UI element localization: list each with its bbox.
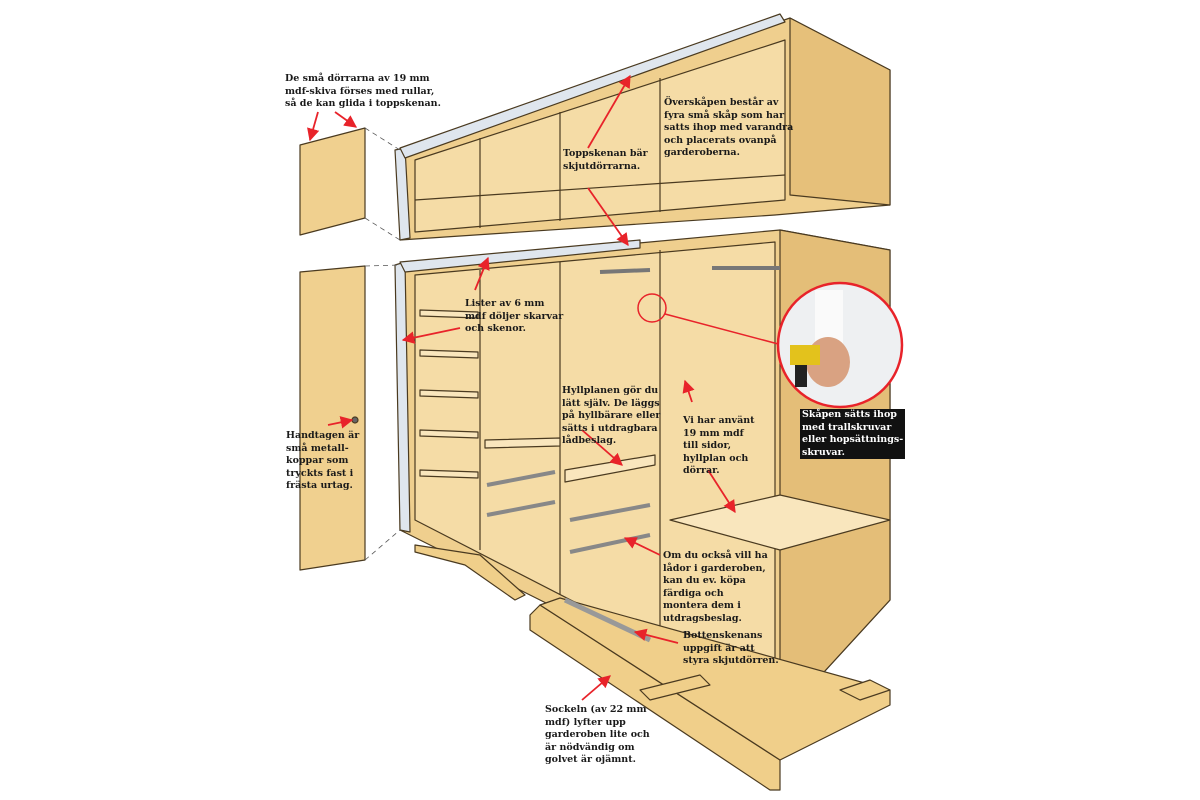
note-shelves: Hyllplanen gör du lätt själv. De läggs p… [562,385,661,446]
small-upper-door [299,127,366,236]
upper-cabinet [394,13,891,241]
note-material: Vi har använt 19 mm mdf till sidor, hyll… [683,415,755,476]
note-plinth: Sockeln (av 22 mm mdf) lyfter upp garder… [545,704,650,765]
note-handles: Handtagen är små metall- koppar som tryc… [286,430,360,491]
door-handle [351,416,359,424]
note-bottom-rail: Bottenskenans uppgift är att styra skjut… [683,630,779,666]
note-assembly-screws: Skåpen sätts ihop med trallskruvar eller… [800,409,906,459]
note-upper-cabinets: Överskåpen består av fyra små skåp som h… [664,97,794,158]
annotation-arrows [307,74,736,701]
note-trim-strips: Lister av 6 mm mdf döljer skarvar och sk… [465,298,564,334]
note-top-rail: Toppskenan bär skjutdörrarna. [563,148,648,172]
plinth [414,544,891,791]
detail-inset [637,281,904,409]
note-drawers: Om du också vill ha lådor i garderoben, … [663,550,768,624]
note-small-doors: De små dörrarna av 19 mm mdf-skiva förse… [285,73,441,109]
